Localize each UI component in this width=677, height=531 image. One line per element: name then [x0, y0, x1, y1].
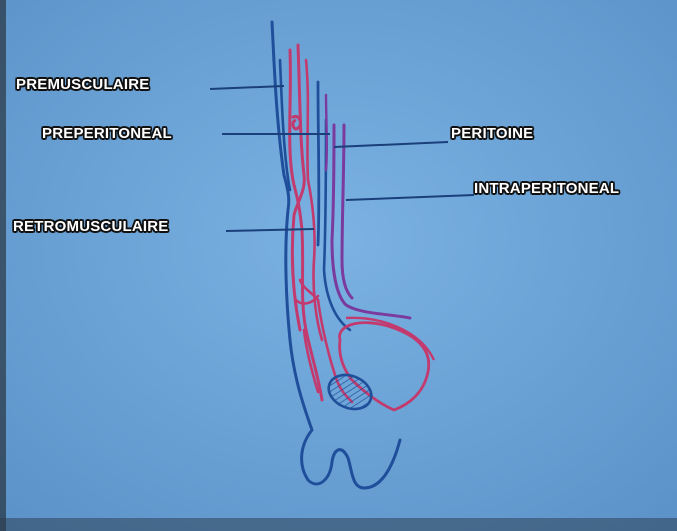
frame-bottom-edge	[0, 518, 677, 531]
fascia-line-blue-2	[318, 82, 319, 245]
label-premusculaire: PREMUSCULAIRE	[16, 76, 149, 93]
label-retromusculaire: RETROMUSCULAIRE	[13, 218, 169, 235]
peritoneum-line-purple-3	[326, 95, 327, 170]
frame-left-edge	[0, 0, 6, 531]
label-intraperitoneal: INTRAPERITONEAL	[474, 180, 619, 197]
label-preperitoneal: PREPERITONEAL	[42, 125, 172, 142]
label-peritoine: PERITOINE	[451, 125, 533, 142]
